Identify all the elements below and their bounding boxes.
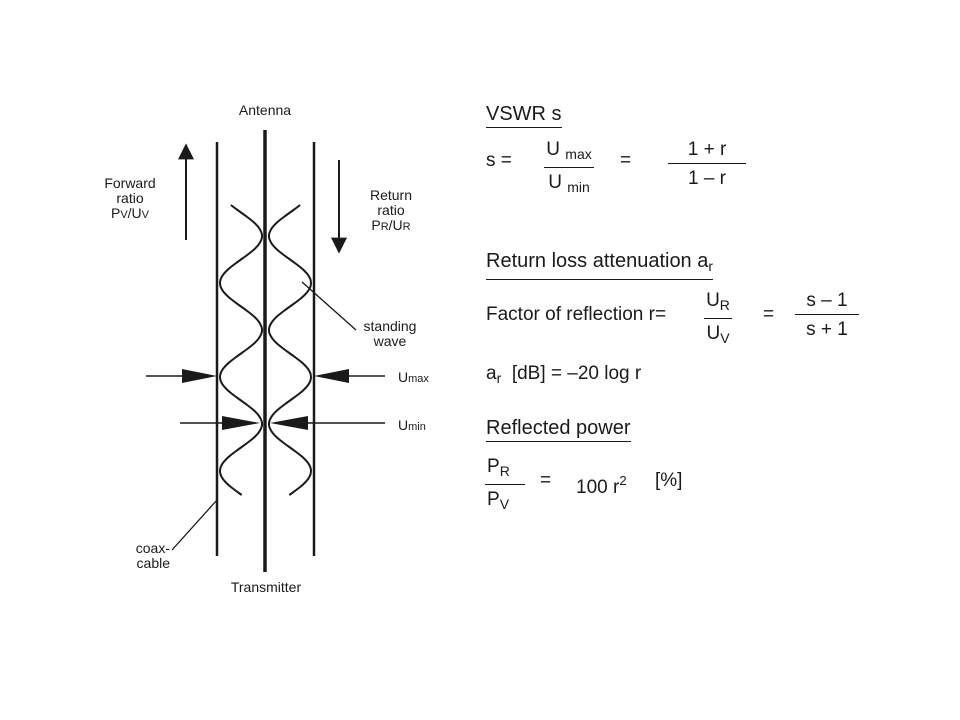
vswr-equals: =: [620, 150, 632, 171]
vswr-lhs: s =: [486, 150, 512, 171]
power-equals: =: [540, 470, 552, 491]
reflection-numerator-s-minus-1: s – 1: [795, 290, 859, 315]
transmitter-label: Transmitter: [230, 579, 302, 595]
power-unit: [%]: [655, 470, 683, 491]
standing-wave-line2: wave: [373, 333, 407, 349]
reflection-denominator-s-plus-1: s + 1: [806, 319, 848, 340]
return-ratio-line3: PR/UR: [371, 217, 411, 234]
umin-left-arrowhead: [222, 416, 260, 430]
return-loss-heading: Return loss attenuation ar: [486, 249, 714, 280]
umin-label: Umin: [398, 417, 426, 434]
vswr-heading: VSWR s: [486, 102, 562, 128]
vswr-r-fraction: 1 + r 1 – r: [668, 139, 746, 190]
power-numerator-pr: PR: [485, 456, 525, 485]
forward-ratio-line1: Forward: [104, 175, 156, 191]
antenna-label: Antenna: [238, 102, 292, 118]
coax-cable-label: coax- cable: [106, 541, 170, 571]
umax-left-arrowhead: [182, 369, 217, 383]
vswr-numerator-1-plus-r: 1 + r: [668, 139, 746, 164]
standing-wave-left: [218, 204, 263, 496]
coax-leader-line: [171, 499, 218, 551]
power-pr-pv-fraction: PR PV: [485, 456, 525, 515]
umax-label: Umax: [398, 369, 429, 386]
vswr-denominator-1-minus-r: 1 – r: [687, 168, 727, 189]
forward-ratio-line2: ratio: [116, 190, 144, 206]
factor-of-reflection-label: Factor of reflection r=: [486, 304, 667, 325]
power-value: 100 r2: [576, 473, 627, 498]
standing-wave-leader-line: [301, 281, 357, 331]
reflection-numerator-ur: UR: [704, 290, 732, 319]
return-ratio-line1: Return: [369, 187, 413, 203]
reflected-power-heading: Reflected power: [486, 416, 631, 442]
forward-ratio-line3: PV/UV: [110, 205, 150, 222]
reflection-s-fraction: s – 1 s + 1: [795, 290, 859, 341]
standing-wave-right: [268, 204, 313, 496]
standing-wave-label: standing wave: [354, 319, 426, 349]
coax-cable-line1: coax-: [135, 540, 170, 556]
umin-right-arrowhead: [270, 416, 308, 430]
return-ratio-label: Return ratio PR/UR: [357, 188, 425, 235]
standing-wave-line1: standing: [363, 318, 417, 334]
vswr-umax-umin-fraction: U max U min: [530, 139, 608, 198]
vswr-denominator-umin: U min: [548, 172, 590, 195]
forward-ratio-label: Forward ratio PV/UV: [96, 176, 164, 223]
reflection-equals: =: [763, 304, 775, 325]
vswr-numerator-umax: U max: [544, 139, 594, 168]
return-ratio-line2: ratio: [377, 202, 405, 218]
coax-cable-line2: cable: [136, 555, 170, 571]
umax-right-arrowhead: [314, 369, 349, 383]
reflection-ur-uv-fraction: UR UV: [696, 290, 740, 349]
power-denominator-pv: PV: [487, 489, 510, 512]
attenuation-formula: ar [dB] = –20 log r: [486, 363, 642, 386]
reflection-denominator-uv: UV: [706, 323, 730, 346]
